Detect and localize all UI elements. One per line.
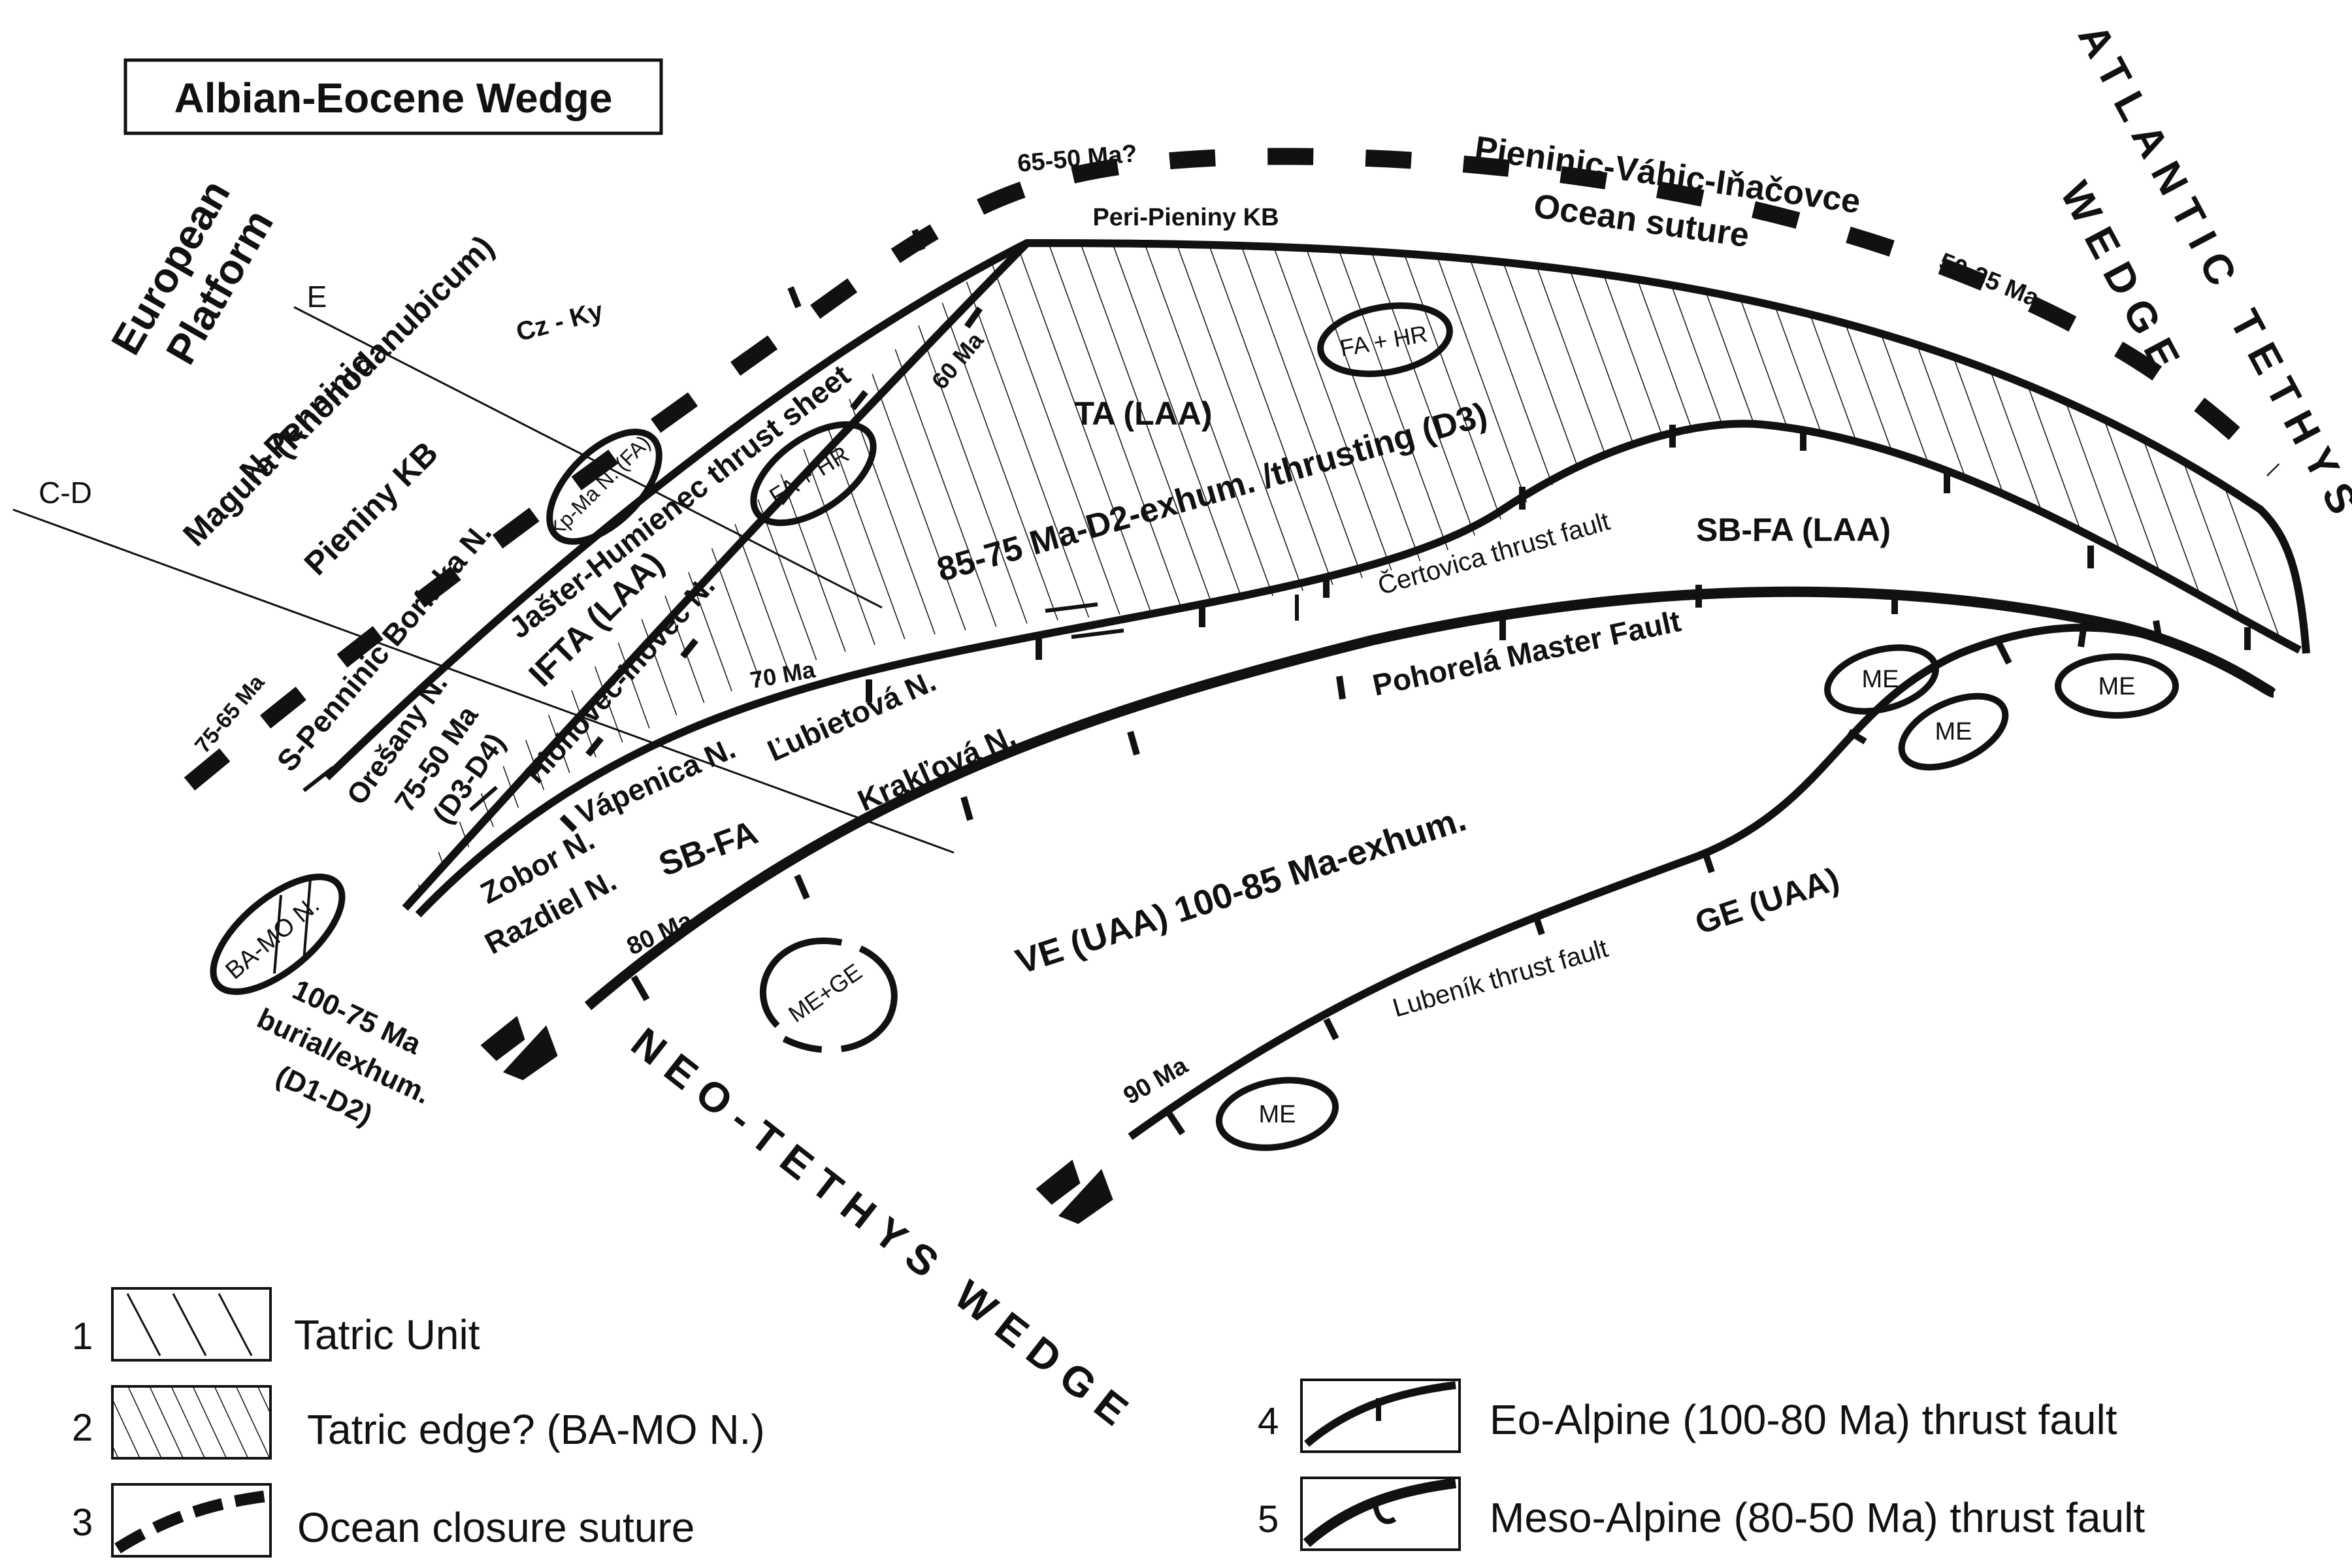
legend-label-2: Tatric edge? (BA-MO N.) [307, 1406, 765, 1453]
section-line-cd [12, 508, 955, 854]
label-lubenik: Lubeník thrust fault [1390, 934, 1611, 1022]
legend-num-1: 1 [72, 1315, 93, 1358]
oval-fa-hr-1 [750, 421, 877, 527]
label-cz-ky: Cz - Ky [513, 296, 606, 347]
label-ta: TA (LAA) [1074, 395, 1212, 432]
section-line-e [293, 306, 883, 609]
legend-num-5: 5 [1258, 1498, 1279, 1541]
title-box: Albian-Eocene Wedge [123, 58, 663, 135]
oval-me-label-1: ME [1862, 666, 1899, 693]
label-kraklova: Krakľová N. [853, 718, 1021, 817]
legend-num-2: 2 [72, 1407, 93, 1449]
oval-me-label-4: ME [1259, 1101, 1296, 1128]
oval-me-1 [1824, 644, 1939, 715]
legend-label-5: Meso-Alpine (80-50 Ma) thrust fault [1490, 1494, 2145, 1541]
legend-num-3: 3 [72, 1501, 93, 1544]
shear-arrows [302, 595, 1299, 1224]
oval-kp-ma [546, 429, 662, 545]
legend-num-4: 4 [1258, 1400, 1279, 1443]
legend-label-4: Eo-Alpine (100-80 Ma) thrust fault [1490, 1396, 2117, 1443]
oval-ba-mo [210, 874, 346, 995]
label-50-35: 50-35 Ma [1935, 248, 2043, 312]
label-75-65: 75-65 Ma [190, 670, 270, 758]
label-ge: GE (UAA) [1691, 860, 1844, 941]
label-sbfa-laa: SB-FA (LAA) [1696, 512, 1891, 548]
label-ve: VE (UAA) 100-85 Ma-exhum. [1011, 799, 1471, 982]
ba-mo-hatch [273, 878, 312, 974]
legend-item-2: 2 Tatric edge? (BA-MO N.) [72, 1385, 765, 1460]
label-65-50: 65-50 Ma? [1017, 140, 1139, 178]
oval-me-label-2: ME [1935, 718, 1972, 745]
oval-me-ge-label: ME+GE [783, 958, 867, 1028]
ovals [210, 302, 2179, 1151]
legend: 1 Tatric Unit 2 Tatric edge? (BA-MO N.) … [72, 1287, 2145, 1558]
thrust-faults [323, 229, 2310, 1140]
label-cd: C-D [39, 476, 92, 510]
oval-me-ge [759, 937, 898, 1053]
legend-label-1: Tatric Unit [294, 1311, 480, 1358]
oval-me-3 [2055, 653, 2179, 719]
ocean-closure-suture [184, 148, 2280, 791]
label-peri-pieniny: Peri-Pieniny KB [1092, 204, 1279, 231]
legend-label-3: Ocean closure suture [297, 1504, 694, 1551]
oval-me-label-3: ME [2099, 673, 2136, 700]
oval-ba-mo-label: BA-MO N. [220, 891, 325, 985]
oval-me-2 [1898, 693, 2009, 771]
label-magura-2: N-Penninic [233, 344, 379, 490]
label-e: E [307, 280, 327, 314]
diagram-title: Albian-Eocene Wedge [174, 74, 613, 122]
label-sbfa: SB-FA [654, 813, 762, 884]
legend-item-4: 4 Eo-Alpine (100-80 Ma) thrust fault [1258, 1379, 2117, 1453]
label-neotethys: NEO-TETHYS WEDGE [623, 1019, 1146, 1442]
oval-me-4 [1215, 1077, 1339, 1151]
legend-item-3: 3 Ocean closure suture [72, 1483, 694, 1558]
label-pohorela: Pohorelá Master Fault [1369, 604, 1684, 702]
oval-fa-hr-2 [1317, 302, 1453, 378]
legend-item-5: 5 Meso-Alpine (80-50 Ma) thrust fault [1258, 1477, 2145, 1551]
legend-item-1: 1 Tatric Unit [72, 1287, 480, 1362]
label-pieniny-kb: Pieniny KB [297, 434, 445, 582]
